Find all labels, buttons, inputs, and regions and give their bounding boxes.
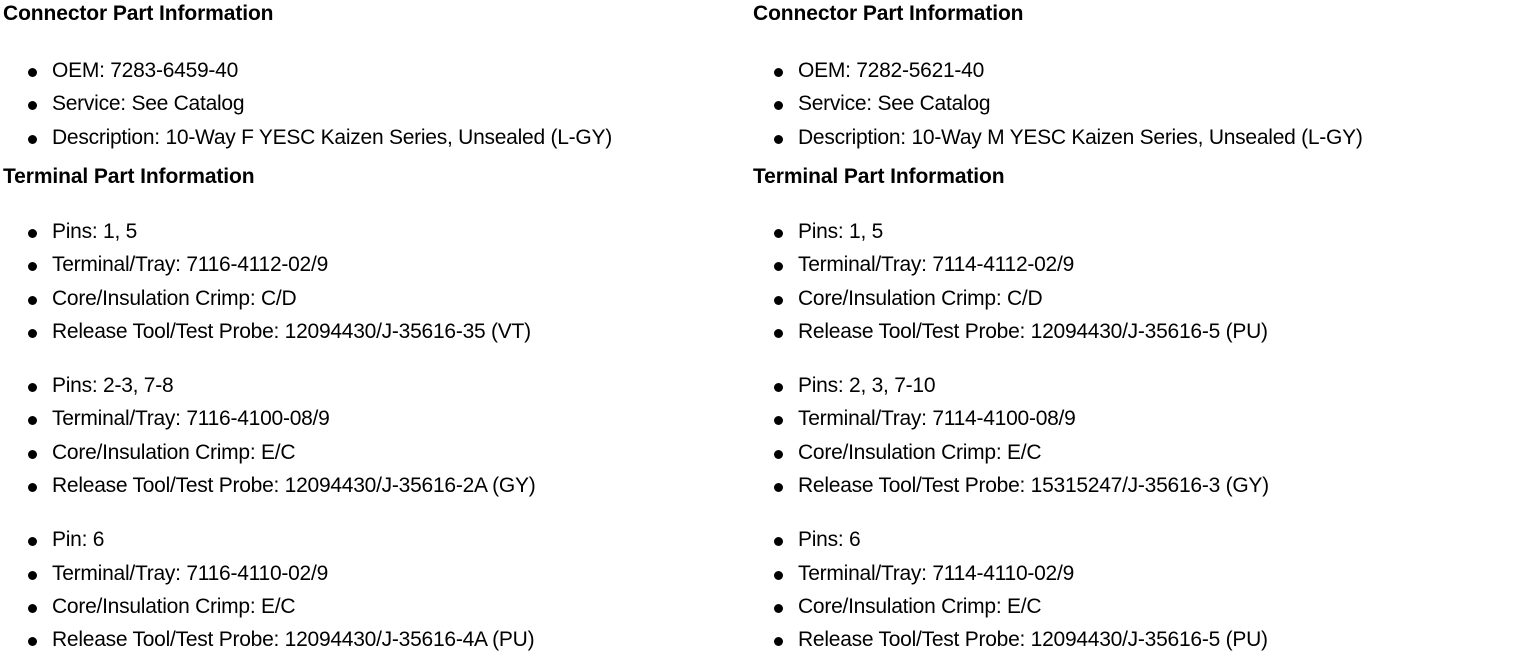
list-item: Core/Insulation Crimp: E/C	[28, 590, 536, 623]
group-separator	[52, 348, 536, 369]
list-item: Service: See Catalog	[774, 87, 1363, 120]
connector-column-right: Connector Part Information OEM: 7282-562…	[750, 0, 1510, 656]
list-item: Release Tool/Test Probe: 12094430/J-3561…	[28, 469, 536, 502]
terminal-part-information-heading: Terminal Part Information	[3, 165, 255, 188]
list-item: Release Tool/Test Probe: 12094430/J-3561…	[28, 315, 536, 348]
terminal-group: Pins: 6 Terminal/Tray: 7114-4110-02/9 Co…	[774, 523, 1269, 656]
connector-part-information-list: OEM: 7282-5621-40 Service: See Catalog D…	[774, 54, 1363, 154]
list-item: Core/Insulation Crimp: E/C	[28, 436, 536, 469]
list-item: Pins: 6	[774, 523, 1269, 556]
terminal-group: Pins: 1, 5 Terminal/Tray: 7114-4112-02/9…	[774, 215, 1269, 348]
list-item: Description: 10-Way M YESC Kaizen Series…	[774, 121, 1363, 154]
list-item: Release Tool/Test Probe: 12094430/J-3561…	[28, 623, 536, 656]
list-item: Release Tool/Test Probe: 12094430/J-3561…	[774, 315, 1269, 348]
list-item: Core/Insulation Crimp: E/C	[774, 590, 1269, 623]
list-item: OEM: 7282-5621-40	[774, 54, 1363, 87]
group-separator	[52, 502, 536, 523]
terminal-part-information-groups: Pins: 1, 5 Terminal/Tray: 7114-4112-02/9…	[774, 215, 1269, 657]
list-item: Terminal/Tray: 7114-4110-02/9	[774, 557, 1269, 590]
list-item: Pins: 2, 3, 7-10	[774, 369, 1269, 402]
terminal-part-information-groups: Pins: 1, 5 Terminal/Tray: 7116-4112-02/9…	[28, 215, 536, 657]
connector-part-information-heading: Connector Part Information	[753, 2, 1024, 25]
list-item: Description: 10-Way F YESC Kaizen Series…	[28, 121, 612, 154]
list-item: Terminal/Tray: 7116-4100-08/9	[28, 402, 536, 435]
connector-part-information-heading: Connector Part Information	[3, 2, 274, 25]
list-item: Release Tool/Test Probe: 15315247/J-3561…	[774, 469, 1269, 502]
group-separator	[798, 502, 1269, 523]
list-item: OEM: 7283-6459-40	[28, 54, 612, 87]
list-item: Terminal/Tray: 7114-4112-02/9	[774, 248, 1269, 281]
list-item: Pin: 6	[28, 523, 536, 556]
list-item: Service: See Catalog	[28, 87, 612, 120]
terminal-group: Pins: 2, 3, 7-10 Terminal/Tray: 7114-410…	[774, 369, 1269, 502]
terminal-group: Pins: 2-3, 7-8 Terminal/Tray: 7116-4100-…	[28, 369, 536, 502]
list-item: Terminal/Tray: 7116-4112-02/9	[28, 248, 536, 281]
list-item: Terminal/Tray: 7116-4110-02/9	[28, 557, 536, 590]
group-separator	[798, 348, 1269, 369]
list-item: Pins: 2-3, 7-8	[28, 369, 536, 402]
list-item: Release Tool/Test Probe: 12094430/J-3561…	[774, 623, 1269, 656]
terminal-part-information-heading: Terminal Part Information	[753, 165, 1005, 188]
list-item: Core/Insulation Crimp: C/D	[28, 282, 536, 315]
list-item: Pins: 1, 5	[774, 215, 1269, 248]
list-item: Core/Insulation Crimp: E/C	[774, 436, 1269, 469]
connector-part-information-list: OEM: 7283-6459-40 Service: See Catalog D…	[28, 54, 612, 154]
terminal-group: Pin: 6 Terminal/Tray: 7116-4110-02/9 Cor…	[28, 523, 536, 656]
list-item: Pins: 1, 5	[28, 215, 536, 248]
connector-column-left: Connector Part Information OEM: 7283-645…	[0, 0, 760, 656]
terminal-group: Pins: 1, 5 Terminal/Tray: 7116-4112-02/9…	[28, 215, 536, 348]
list-item: Terminal/Tray: 7114-4100-08/9	[774, 402, 1269, 435]
list-item: Core/Insulation Crimp: C/D	[774, 282, 1269, 315]
